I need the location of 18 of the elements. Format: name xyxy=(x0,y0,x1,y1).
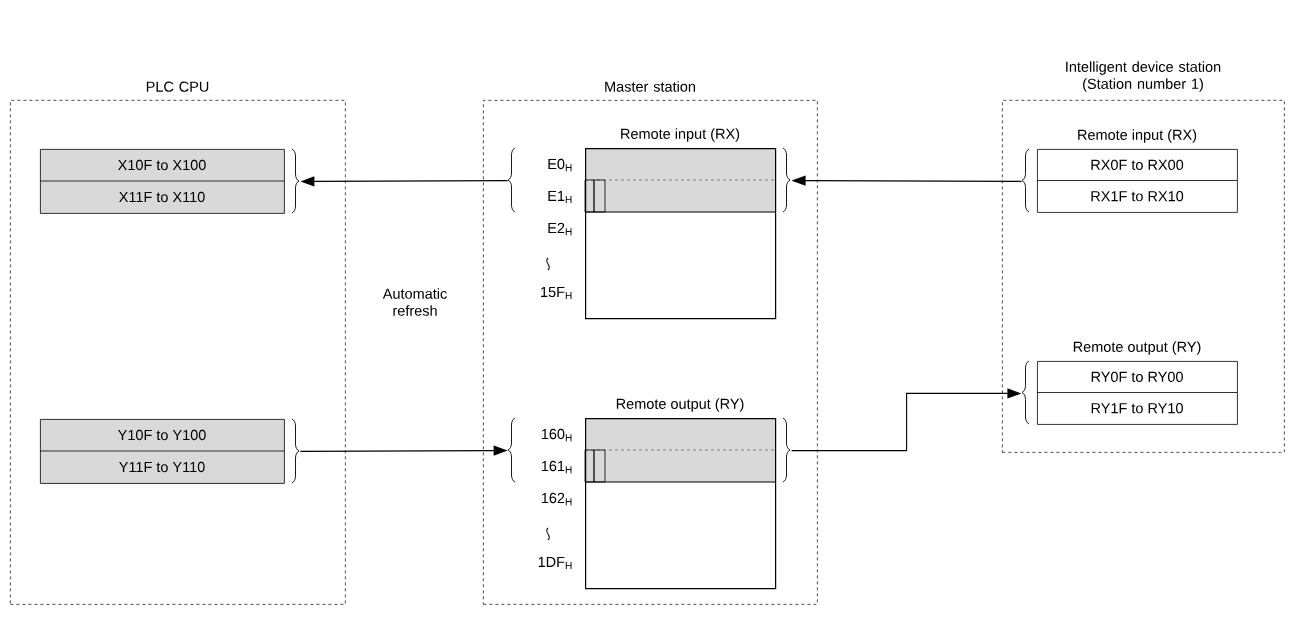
heading: Remote output (RY) xyxy=(616,398,744,412)
note-text: Automatic refresh xyxy=(382,288,447,316)
address-label: 161$_{H}$ xyxy=(541,460,572,474)
heading: Remote input (RX) xyxy=(621,128,740,142)
address-label: 1DF$_{H}$ xyxy=(538,556,572,570)
node-label: PLC CPU xyxy=(146,81,209,92)
address-label: 160$_{H}$ xyxy=(541,428,572,442)
register-table: Remote input (RX) RX0F to RX00 RX1F to RX10 xyxy=(1036,129,1238,213)
address-label: E1$_{H}$ xyxy=(548,190,572,204)
node-label: Intelligent device station (Station number 1) xyxy=(1066,61,1221,92)
register-table: X10F to X100 X11F to X110 xyxy=(39,149,285,214)
address-label: 162$_{H}$ xyxy=(541,492,572,506)
node-label: Master station xyxy=(605,81,695,92)
address-label: E0$_{H}$ xyxy=(548,158,572,172)
address-label: 15F$_{H}$ xyxy=(541,286,572,300)
register-table: Remote output (RY) RY0F to RY00 RY1F to RY10 xyxy=(1036,341,1238,425)
address-label: E2$_{H}$ xyxy=(548,222,572,236)
register-table: Y10F to Y100 Y11F to Y110 xyxy=(39,419,285,484)
